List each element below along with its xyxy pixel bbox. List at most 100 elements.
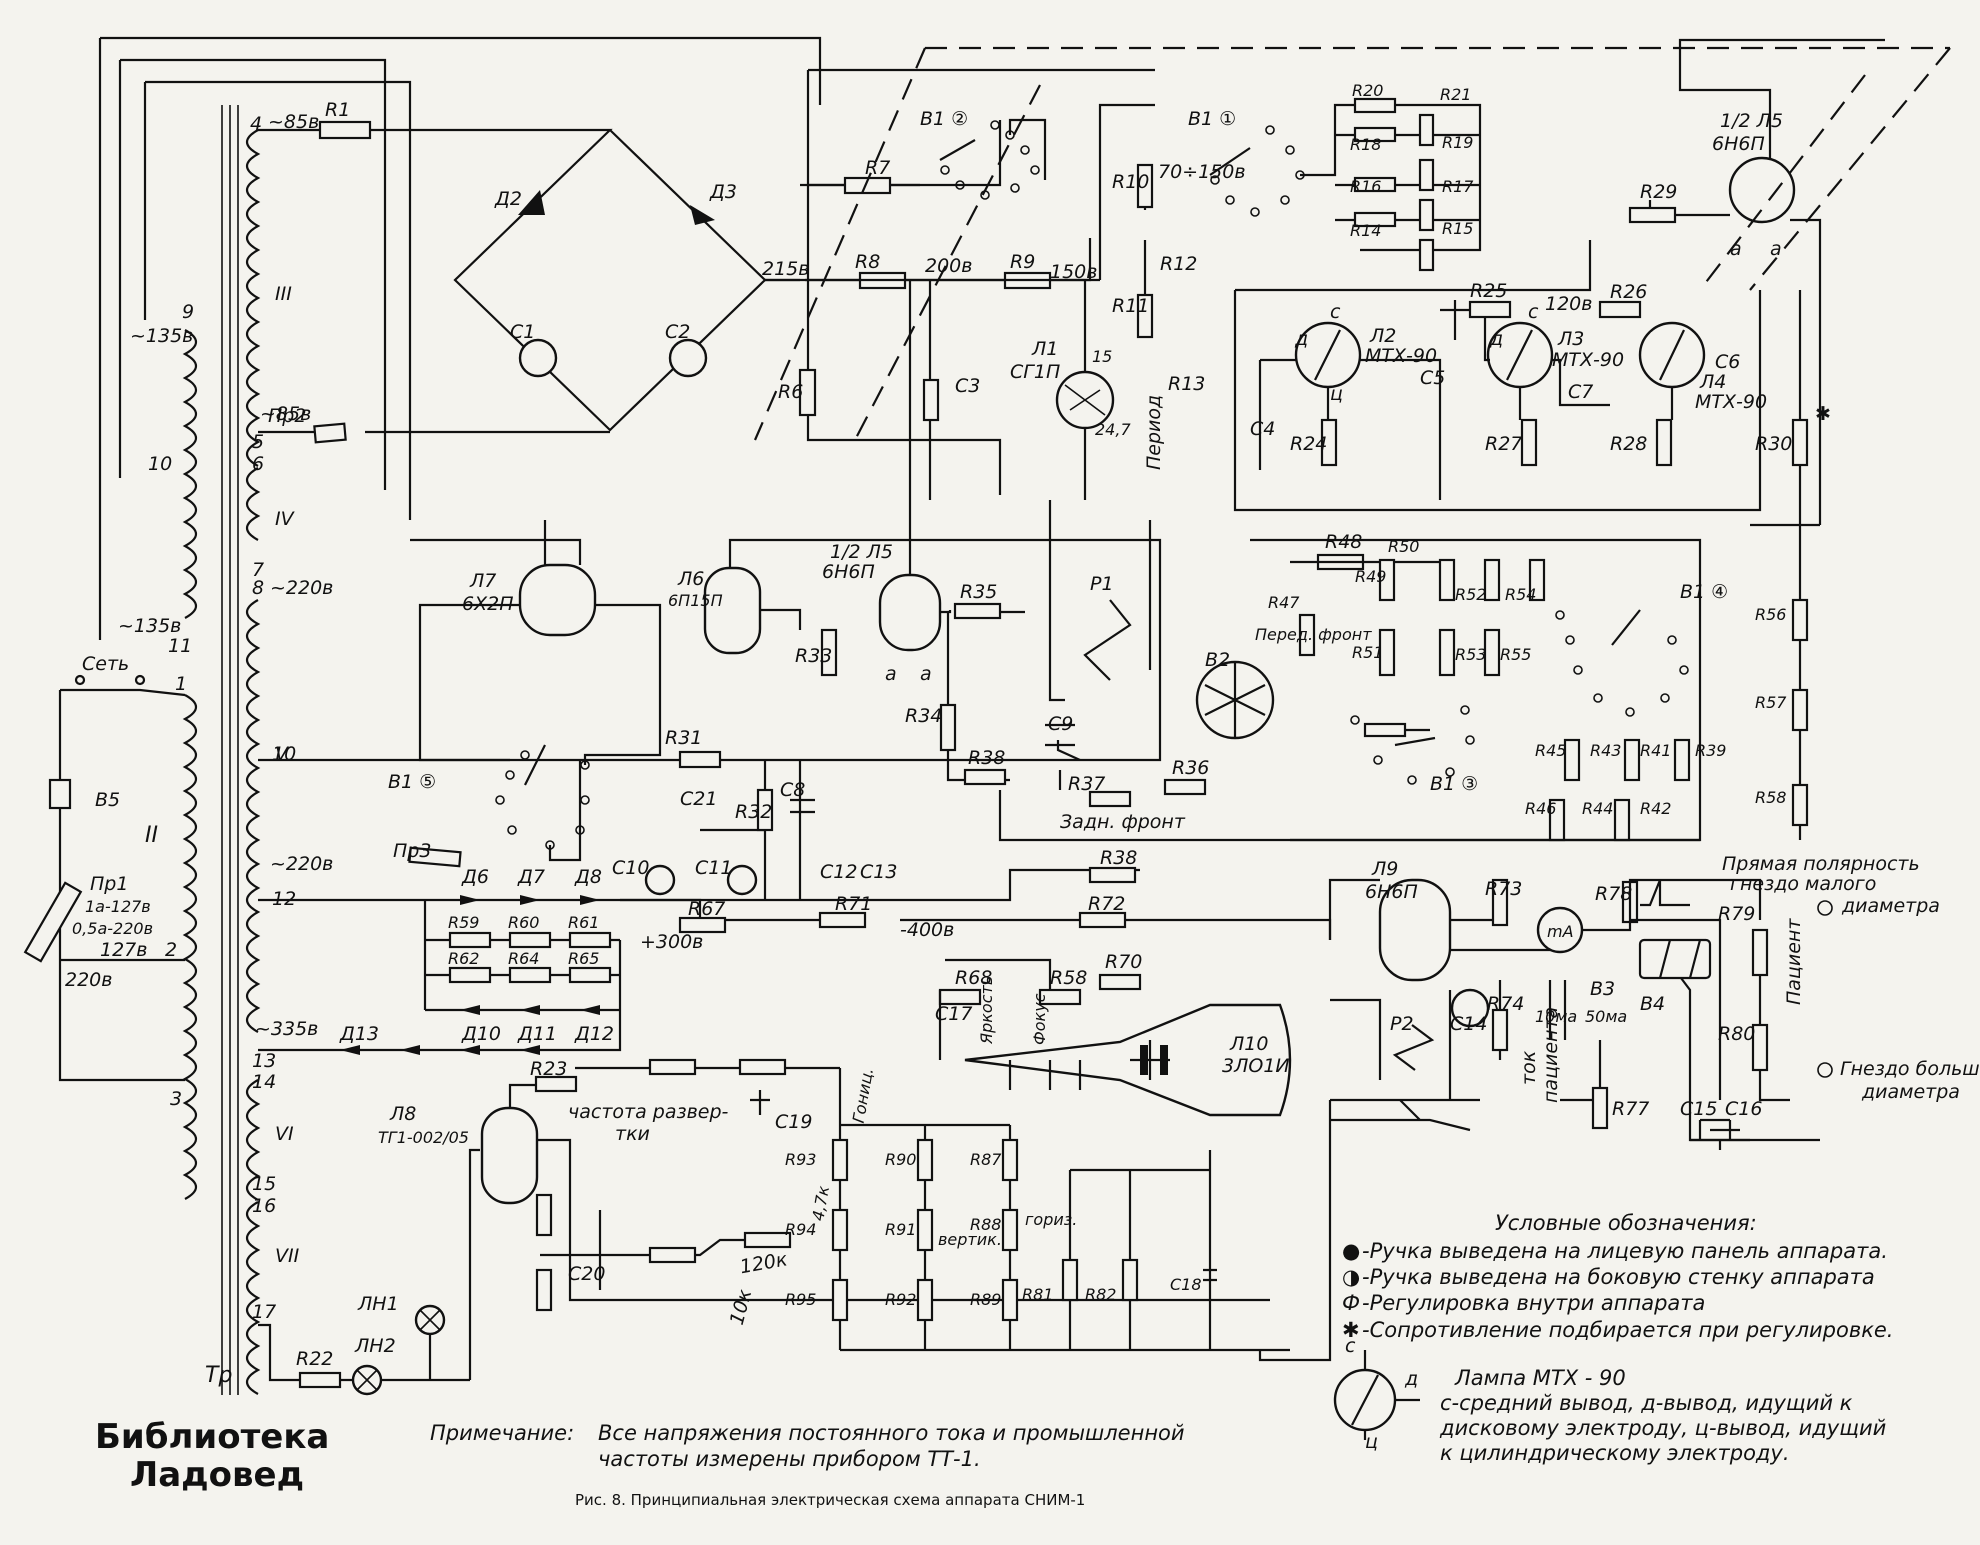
- tr-voltage-335: ~335в: [255, 1018, 318, 1040]
- amplitude-label: Гониц.: [849, 1066, 877, 1124]
- legend-title: Условные обозначения:: [1495, 1211, 1757, 1235]
- r68-label: R68: [955, 967, 992, 989]
- r45-label: R45: [1535, 741, 1566, 760]
- supply-labels: R7 R8 200в R9 150в R6 С3 Л1 СГ1П 15 24,7…: [778, 157, 1246, 470]
- tr-voltage-135-b: ~135в: [118, 615, 181, 637]
- r30-label: R30: [1755, 433, 1792, 455]
- fuse-rating-127: 1а-127в: [85, 897, 151, 916]
- r75-label: R77: [1612, 1098, 1649, 1120]
- c21-label: С21: [680, 788, 717, 810]
- horizontal-label: гориз.: [1025, 1210, 1077, 1229]
- r77-label: R79: [1718, 903, 1755, 925]
- transformer-labels: 4 ~85в III 9 ~135в ~85в 5 6 10 IV 7 8 ~2…: [65, 111, 333, 1388]
- library-line-1: Библиотека: [95, 1417, 329, 1457]
- l8-type: ТГ1-002/05: [378, 1128, 469, 1147]
- crt-section: R68 R58 R70 С17 Яркость Фокус Л10 3ЛО1И: [935, 951, 1292, 1117]
- r44-label: R44: [1582, 799, 1613, 818]
- output-small-1: Прямая полярность: [1722, 853, 1920, 875]
- c20-label: С20: [568, 1263, 605, 1285]
- tube-l5a: 1/2 Л5 6Н6П R29 а а: [1628, 38, 1885, 525]
- r19-label: R19: [1442, 133, 1473, 152]
- winding-iv: IV: [275, 508, 296, 530]
- switch-b1-2: В1 ②: [920, 108, 1047, 200]
- legend-symbol-4: ✱: [1342, 1318, 1360, 1342]
- r47-label: R47: [1268, 593, 1300, 612]
- l5a-out2: а: [1770, 238, 1782, 260]
- tr-pin-1: 1: [175, 673, 187, 695]
- r11-label: R11: [1112, 295, 1149, 317]
- pin-c-2: с: [1528, 301, 1539, 323]
- r22-label: R22: [296, 1348, 333, 1370]
- l1-type: СГ1П: [1010, 361, 1060, 383]
- r8-label: R8: [855, 251, 880, 273]
- c7-label: С7: [1568, 381, 1593, 403]
- period-label: Период: [1143, 395, 1165, 470]
- patient-current-1: ток: [1518, 1050, 1540, 1085]
- r89-label: R95: [785, 1290, 816, 1309]
- tr-tap-220: 220в: [65, 969, 112, 991]
- l9-name: Л9: [1371, 858, 1398, 880]
- b1-3-label: В1 ③: [1430, 773, 1478, 795]
- r9-label: R9: [1010, 251, 1035, 273]
- output-section: Л9 6Н6П R73 mA R78 R74 С14 Р2 В3 10ма 50…: [1258, 853, 1980, 1362]
- c2-label: С2: [665, 321, 690, 343]
- legend-item-4: -Сопротивление подбирается при регулиров…: [1362, 1318, 1893, 1342]
- legend: Условные обозначения: ● -Ручка выведена …: [1333, 1211, 1893, 1465]
- d12-label: Д12: [574, 1023, 614, 1045]
- lamp-line-1: с-средний вывод, д-вывод, идущий к: [1440, 1391, 1853, 1415]
- l3-type: МТХ-90: [1552, 349, 1624, 371]
- sweep-freq-1: частота развер-: [568, 1101, 729, 1123]
- r52-label: R52: [1455, 585, 1486, 604]
- r88-label: R94: [785, 1220, 816, 1239]
- r10-label: R10: [1112, 171, 1149, 193]
- l5a-name: 1/2 Л5: [1720, 110, 1783, 132]
- ln1-label: ЛН1: [357, 1293, 399, 1315]
- l6-name: Л6: [677, 568, 704, 590]
- r46-label: R46: [1525, 799, 1556, 818]
- r81-label: R87: [970, 1150, 1002, 1169]
- legend-symbol-3: Ф: [1342, 1291, 1360, 1315]
- c16-label: С16: [1725, 1098, 1762, 1120]
- r12-label: R12: [1160, 253, 1197, 275]
- r49-label: R49: [1355, 567, 1386, 586]
- r37-label: R37: [1068, 773, 1105, 795]
- tube-l8: Л8 ТГ1-002/05 R23 частота развер- тки С1…: [378, 1058, 1270, 1380]
- d8-label: Д8: [574, 866, 602, 888]
- tr-pin-13: 13: [252, 1050, 276, 1072]
- r51-label: R51: [1352, 643, 1383, 662]
- r82-label: R88: [970, 1215, 1001, 1234]
- r65-label: R64: [508, 949, 539, 968]
- footer: Библиотека Ладовед Примечание: Все напря…: [95, 1417, 1185, 1509]
- r31-label: R31: [665, 727, 702, 749]
- r64-label: R62: [448, 949, 479, 968]
- tube-l7: Л7 6Х2П В1 ⑤: [388, 520, 662, 862]
- figure-caption: Рис. 8. Принципиальная электрическая схе…: [575, 1491, 1085, 1509]
- r62-label: R61: [568, 913, 599, 932]
- r20-label: R20: [1352, 81, 1383, 100]
- tr-voltage-220-b: ~220в: [270, 853, 333, 875]
- l5b-out2: а: [920, 663, 932, 685]
- winding-vii: VII: [275, 1245, 300, 1267]
- c17-label: С17: [935, 1003, 972, 1025]
- switch-b1-1: В1 ① R20 R21 R18 R19 R16 R17 R14 R15: [1188, 81, 1482, 272]
- patient-current-2: пациента: [1540, 1007, 1562, 1103]
- r16-label: R16: [1350, 177, 1381, 196]
- tr-pin-4: 4: [250, 113, 262, 135]
- milliammeter-label: mA: [1547, 922, 1574, 941]
- r28-label: R28: [1610, 433, 1647, 455]
- l9-type: 6Н6П: [1365, 881, 1418, 903]
- deflection-pots: R93 R94 R95 R90 R91 R92 R87 R88 R89 R81 …: [785, 1066, 1290, 1352]
- l5b-name: 1/2 Л5: [830, 541, 893, 563]
- timing-chain: R31 R32 С8 С21 R38 R37 R36 Задн. фронт: [258, 700, 1700, 900]
- v-400-label: -400в: [900, 919, 954, 941]
- r76-label: R78: [1595, 883, 1632, 905]
- pr3-label: Пр3: [393, 840, 431, 862]
- r32-label: R32: [735, 801, 772, 823]
- v150-label: 150в: [1050, 261, 1097, 283]
- d10-label: Д10: [461, 1023, 501, 1045]
- relay-p1: Р1 С9: [1045, 500, 1152, 790]
- d7-label: Д7: [517, 866, 545, 888]
- small-socket-icon: [1817, 900, 1833, 916]
- r53-label: R53: [1455, 645, 1486, 664]
- tr-pin-7: 7: [252, 559, 264, 581]
